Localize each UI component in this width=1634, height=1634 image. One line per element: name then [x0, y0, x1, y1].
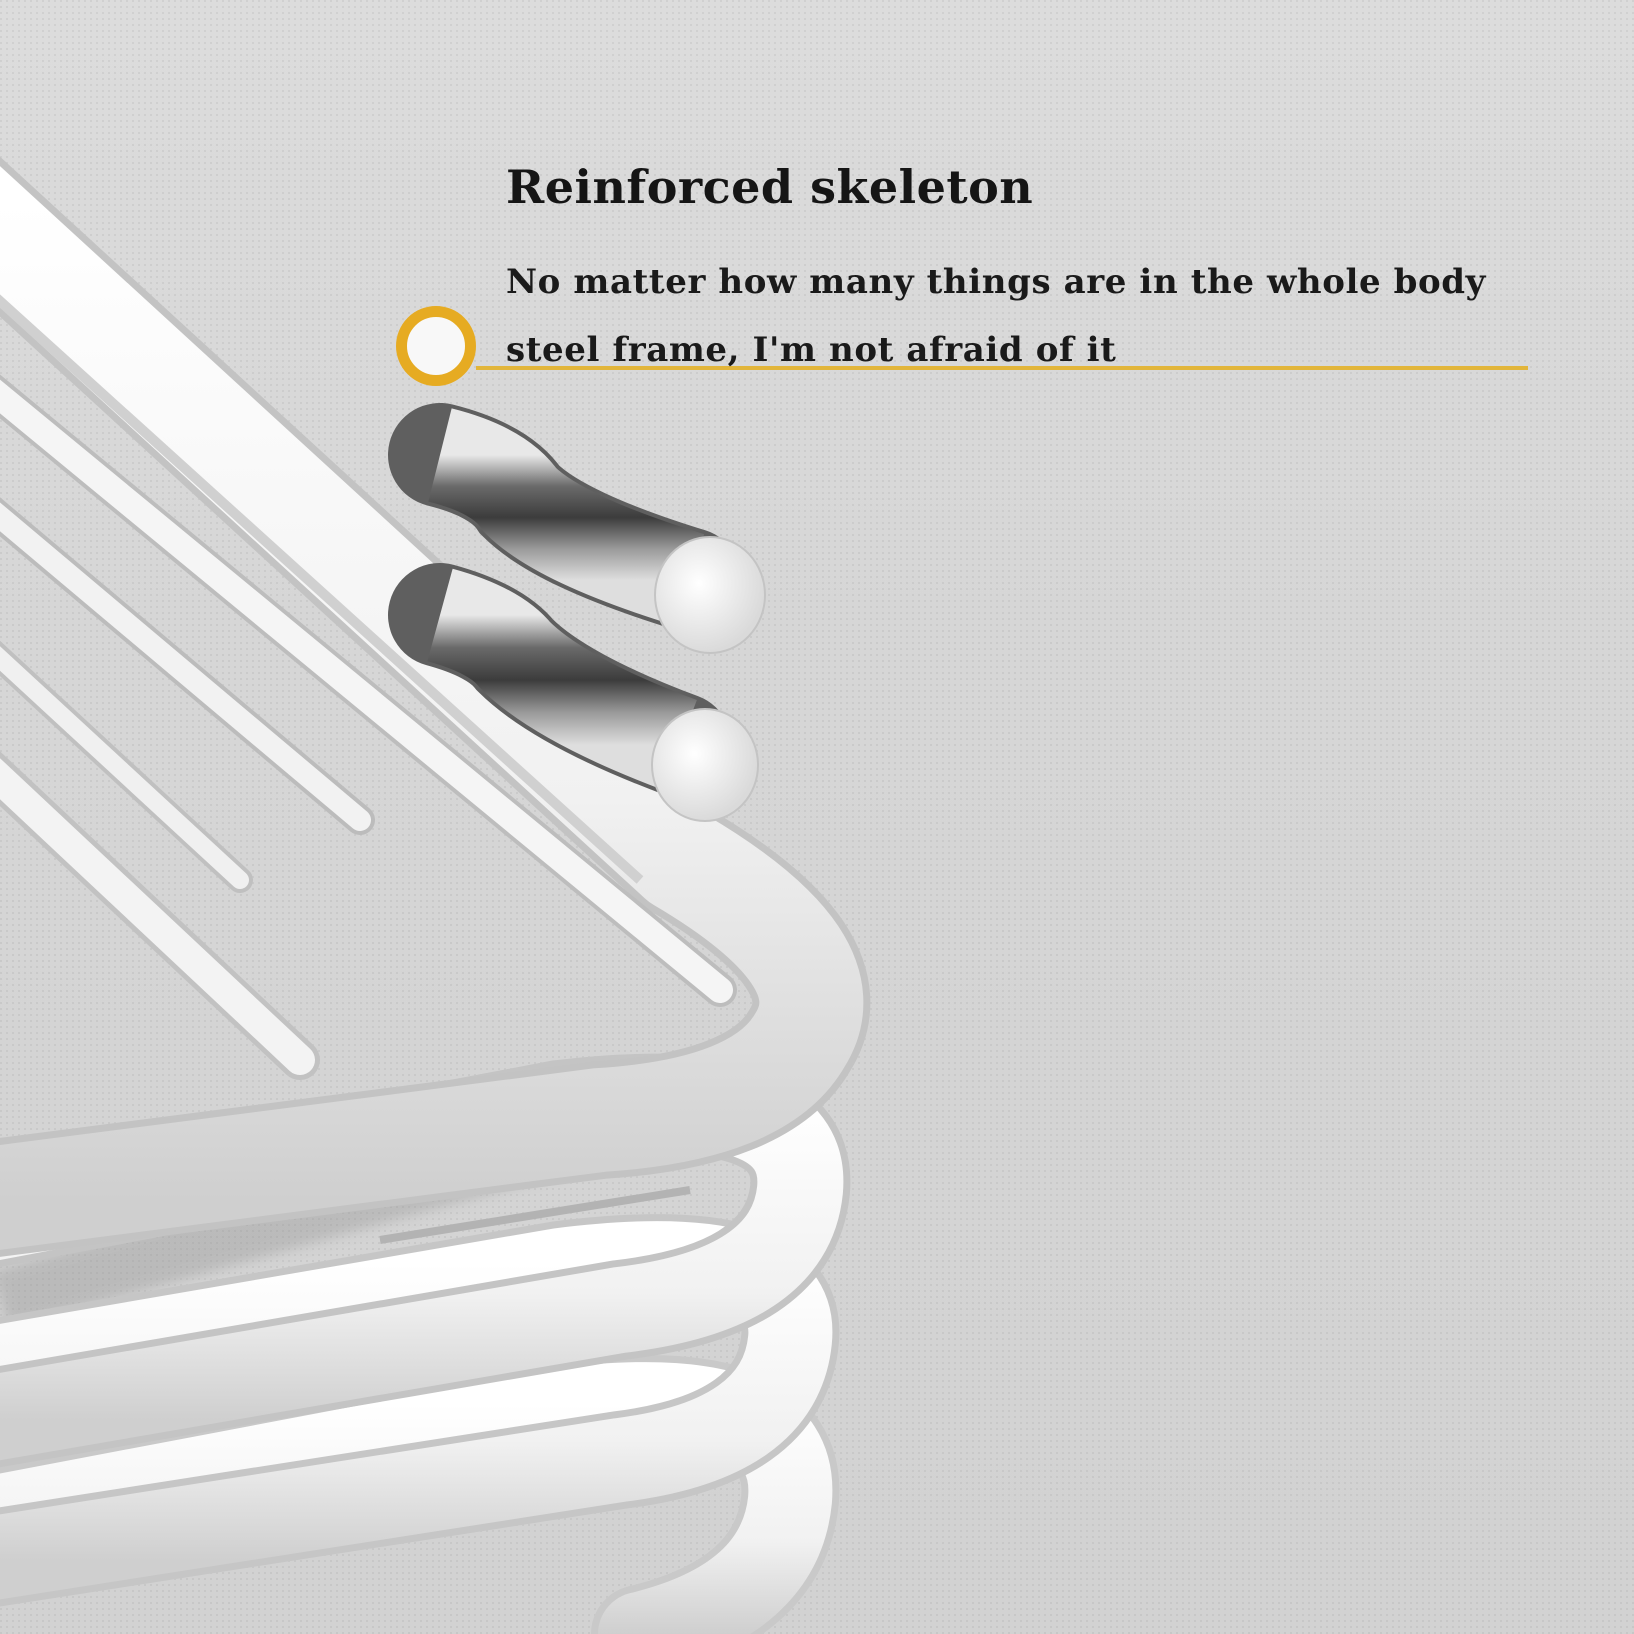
steel-rod-upper: [388, 403, 766, 654]
feature-description: No matter how many things are in the who…: [506, 262, 1487, 370]
highlight-underline: [476, 366, 1528, 370]
highlight-marker-ring: [396, 306, 476, 386]
frame-tube-top: [0, 156, 871, 1257]
frame-inner-rails: [0, 374, 737, 1080]
steel-rod-lower: [388, 563, 759, 822]
feature-title: Reinforced skeleton: [506, 160, 1034, 214]
